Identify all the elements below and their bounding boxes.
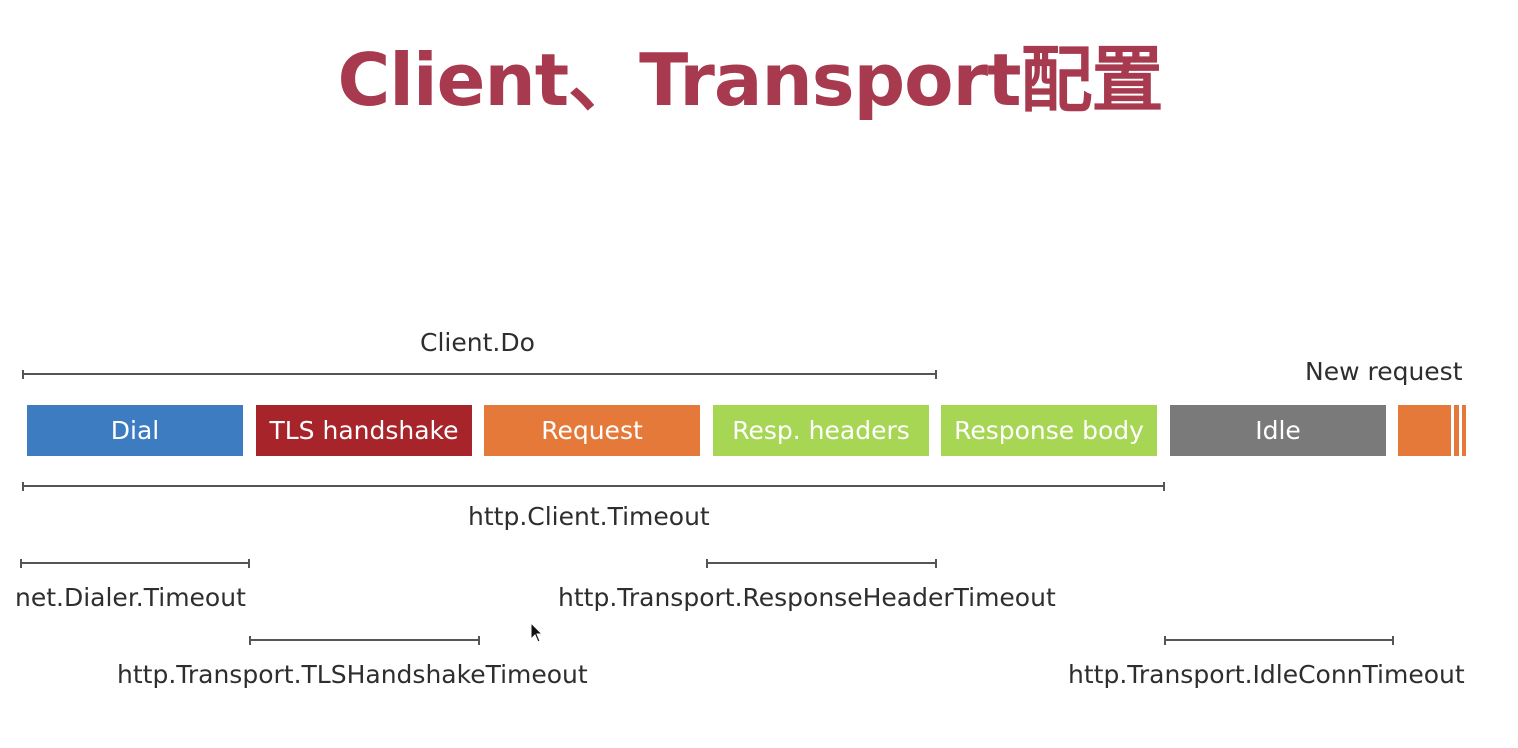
- dial-segment-label: Dial: [110, 416, 160, 445]
- client-do-bracket: [22, 370, 937, 379]
- idle-segment-label: Idle: [1255, 416, 1301, 445]
- client-timeout-label: http.Client.Timeout: [468, 502, 710, 531]
- tls-handshake-timeout-label: http.Transport.TLSHandshakeTimeout: [117, 660, 588, 689]
- dialer-timeout-label: net.Dialer.Timeout: [15, 583, 246, 612]
- idle-conn-timeout-label: http.Transport.IdleConnTimeout: [1068, 660, 1465, 689]
- client-do-label: Client.Do: [420, 328, 535, 357]
- resp-headers-segment: Resp. headers: [713, 405, 929, 456]
- response-body-segment-label: Response body: [954, 416, 1144, 445]
- dialer-timeout-bracket: [20, 559, 250, 568]
- new-request-stripe: [1459, 405, 1462, 456]
- mouse-cursor-icon: [530, 622, 544, 643]
- new-request-segment: [1398, 405, 1466, 456]
- client-timeout-bracket: [22, 482, 1165, 491]
- slide-title: Client、Transport配置: [337, 38, 1163, 122]
- new-request-stripe: [1451, 405, 1454, 456]
- tls-handshake-timeout-bracket: [249, 636, 480, 645]
- response-header-timeout-label: http.Transport.ResponseHeaderTimeout: [558, 583, 1056, 612]
- tls-handshake-segment: TLS handshake: [256, 405, 472, 456]
- dial-segment: Dial: [27, 405, 243, 456]
- idle-segment: Idle: [1170, 405, 1386, 456]
- request-segment: Request: [484, 405, 700, 456]
- request-segment-label: Request: [541, 416, 643, 445]
- resp-headers-segment-label: Resp. headers: [732, 416, 910, 445]
- response-body-segment: Response body: [941, 405, 1157, 456]
- tls-handshake-segment-label: TLS handshake: [269, 416, 459, 445]
- response-header-timeout-bracket: [706, 559, 937, 568]
- idle-conn-timeout-bracket: [1164, 636, 1394, 645]
- new-request-label: New request: [1305, 357, 1463, 386]
